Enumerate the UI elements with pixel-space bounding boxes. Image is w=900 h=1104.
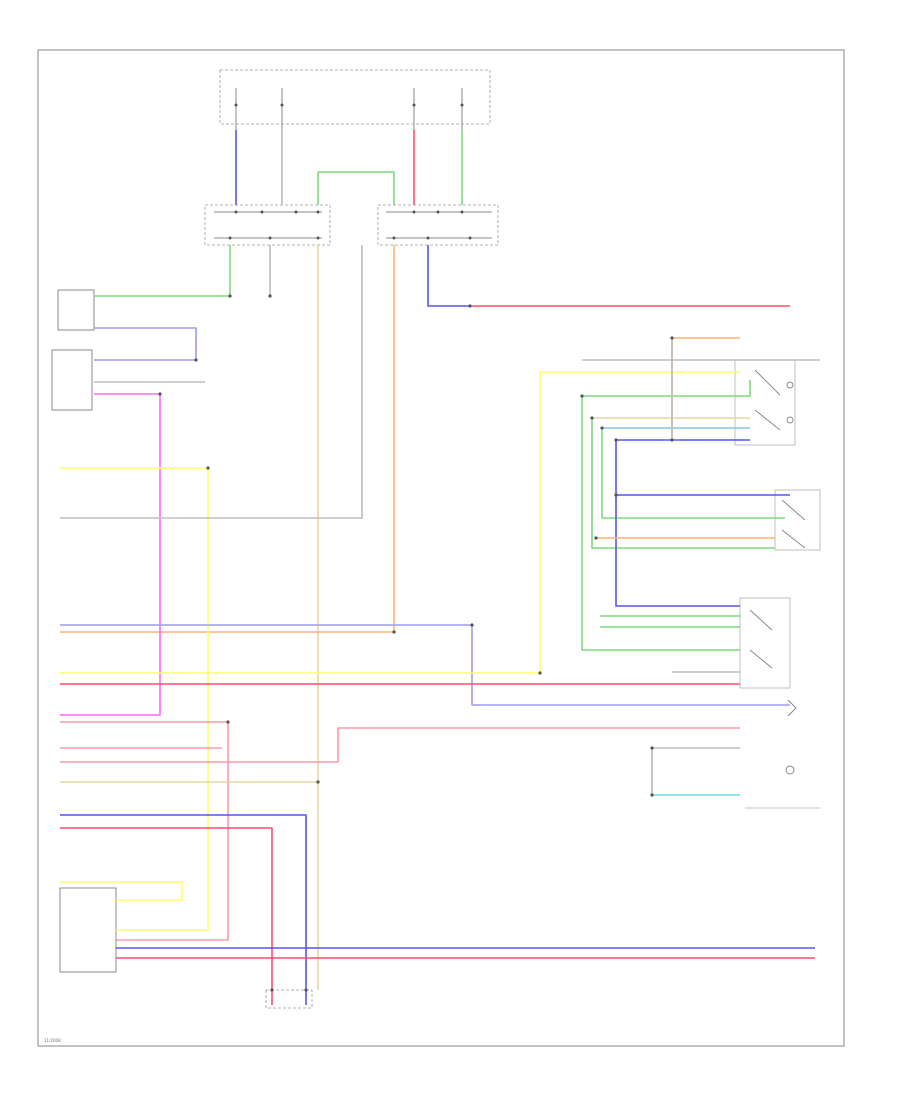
splice-node-13 [594, 536, 598, 540]
right-lower-sensor [651, 748, 820, 809]
splice-node-19 [304, 988, 308, 992]
splice-node-17 [650, 793, 654, 797]
wire-green-36 [601, 428, 785, 519]
wire-gray-15 [60, 245, 363, 519]
wire-pink-19 [60, 721, 229, 941]
splice-node-20 [316, 780, 320, 784]
splice-node-7 [538, 671, 542, 675]
wire-green-4 [317, 171, 395, 205]
splice-node-6 [470, 623, 474, 627]
splice-node-0 [228, 294, 232, 298]
splice-node-11 [614, 438, 618, 442]
splice-node-21 [226, 720, 230, 724]
splice-node-16 [650, 746, 654, 750]
wire-blue-38 [615, 440, 740, 607]
right-mirror-switch-unit [377, 204, 499, 246]
splice-node-9 [590, 416, 594, 420]
wire-green-31 [582, 380, 751, 397]
wire-blue-23 [60, 814, 307, 1005]
splice-node-2 [194, 358, 198, 362]
splice-node-22 [468, 304, 472, 308]
upper-left-connector [57, 289, 95, 331]
splice-node-1 [268, 294, 272, 298]
splice-nodes [158, 294, 674, 992]
splice-node-3 [158, 392, 162, 396]
right-mirror-assembly-middle [774, 489, 821, 551]
diagram-code: 11/2008 [44, 1038, 61, 1043]
wire-harness [60, 130, 820, 1005]
splice-node-12 [614, 493, 618, 497]
splice-node-14 [670, 336, 674, 340]
splice-node-15 [670, 438, 674, 442]
splice-node-10 [600, 426, 604, 430]
wire-yellow-14 [60, 467, 209, 931]
bottom-center-connector [265, 989, 313, 1009]
wire-yellow-17 [60, 371, 740, 674]
wire-magenta-13 [60, 393, 161, 716]
wire-yellow-25 [60, 881, 183, 901]
wire-lavender-16 [60, 624, 790, 706]
wire-orange-6 [60, 245, 395, 633]
mirror-control-module [59, 887, 117, 973]
wire-green-9 [94, 245, 231, 297]
right-mirror-assembly-lower [739, 597, 791, 689]
wire-blue-7 [427, 245, 470, 307]
wire-green-34 [591, 418, 775, 549]
wire-pink-21 [60, 727, 740, 763]
wire-red-24 [60, 827, 273, 1005]
diagram-frame [37, 49, 845, 1047]
splice-node-5 [392, 630, 396, 634]
right-heater-element [787, 699, 797, 717]
splice-node-8 [580, 394, 584, 398]
wire-lavender-11 [94, 327, 197, 361]
left-mirror-switch-unit [204, 204, 331, 246]
fuse-block-area [219, 69, 491, 130]
wire-green-32 [581, 396, 740, 651]
splice-node-18 [270, 988, 274, 992]
splice-node-4 [206, 466, 210, 470]
right-mirror-assembly-upper [734, 359, 796, 446]
left-control-module [51, 349, 93, 411]
